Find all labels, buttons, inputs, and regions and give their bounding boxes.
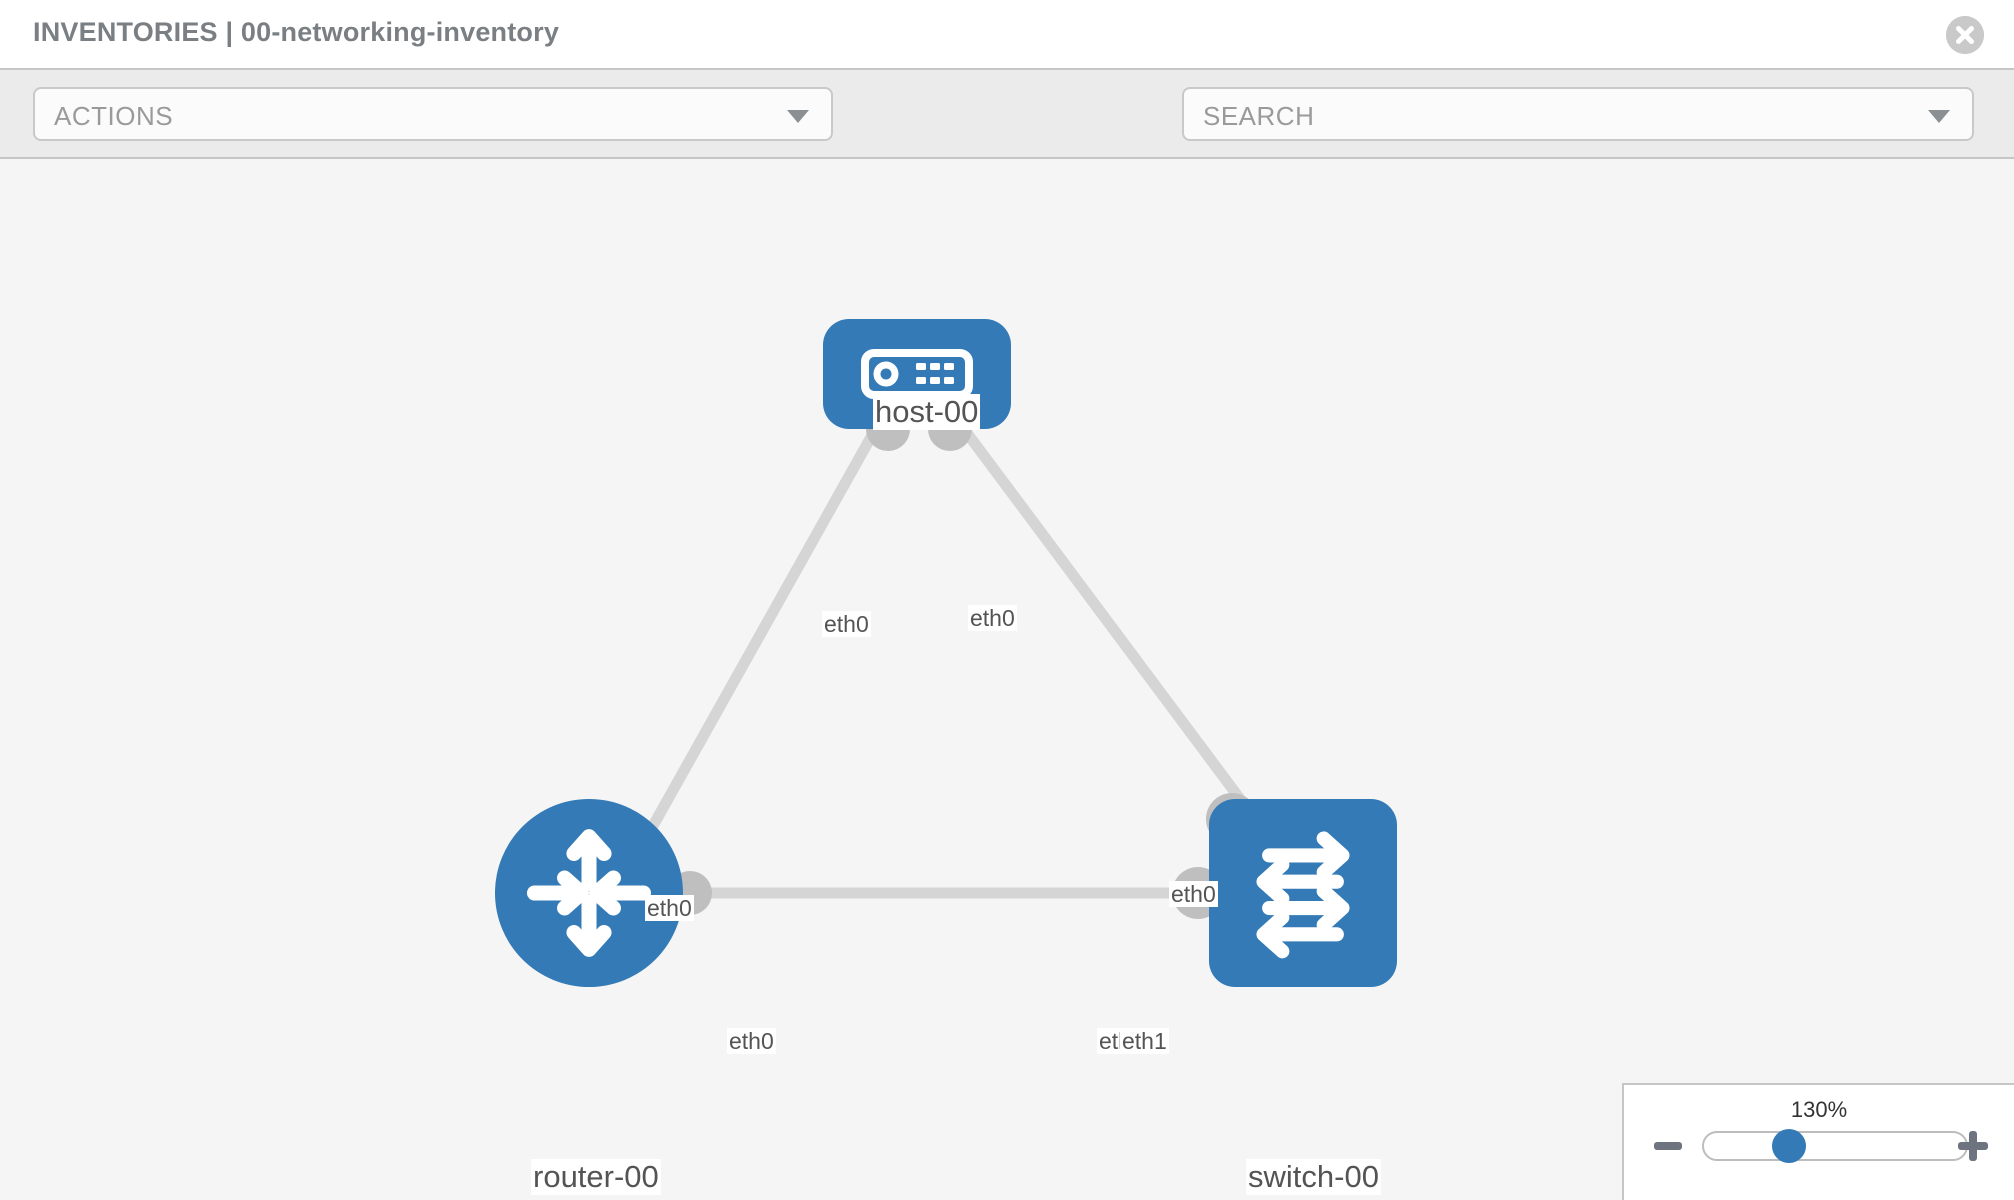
zoom-control-panel: 130% — [1622, 1083, 2014, 1200]
actions-dropdown-label: ACTIONS — [54, 101, 174, 131]
topology-canvas[interactable]: host-00 router-00 switch-00 eth0 eth0 et… — [0, 159, 2014, 1200]
toolbar: ACTIONS SEARCH — [0, 70, 2014, 202]
switch-icon — [1256, 831, 1350, 959]
topology-connectors — [668, 407, 1258, 919]
edge-label-switch-up: eth0 — [1169, 881, 1218, 907]
zoom-out-button[interactable] — [1654, 1142, 1682, 1150]
edge-label-router-right: eth0 — [727, 1028, 776, 1054]
topology-graph — [635, 407, 1260, 919]
node-label-switch-00: switch-00 — [1246, 1159, 1381, 1195]
node-label-host-00: host-00 — [873, 394, 981, 430]
chevron-down-icon — [1928, 110, 1950, 123]
edge-host-router — [635, 418, 885, 852]
topology-node-router-00[interactable] — [495, 799, 683, 987]
search-input[interactable]: SEARCH — [1182, 87, 1974, 141]
zoom-slider-track[interactable] — [1702, 1131, 1968, 1161]
zoom-in-button[interactable] — [1958, 1131, 1988, 1161]
topology-node-switch-00[interactable] — [1209, 799, 1397, 987]
edge-label-router-up: eth0 — [645, 895, 694, 921]
zoom-slider-thumb[interactable] — [1772, 1129, 1806, 1163]
edge-host-switch — [953, 417, 1260, 823]
actions-dropdown[interactable]: ACTIONS — [33, 87, 833, 141]
edge-label-host-right: eth0 — [968, 605, 1017, 631]
topology-edges — [635, 417, 1260, 899]
zoom-level-value: 130% — [1790, 1097, 1848, 1122]
edge-label-host-left: eth0 — [822, 611, 871, 637]
close-icon[interactable] — [1946, 16, 1984, 54]
node-label-router-00: router-00 — [531, 1159, 661, 1195]
router-icon — [526, 829, 652, 957]
window-header: INVENTORIES | 00-networking-inventory — [0, 0, 2014, 70]
edge-label-switch-left-b: eth1 — [1120, 1028, 1169, 1054]
page-title: INVENTORIES | 00-networking-inventory — [33, 17, 560, 47]
search-placeholder: SEARCH — [1203, 101, 1315, 131]
chevron-down-icon — [787, 110, 809, 123]
